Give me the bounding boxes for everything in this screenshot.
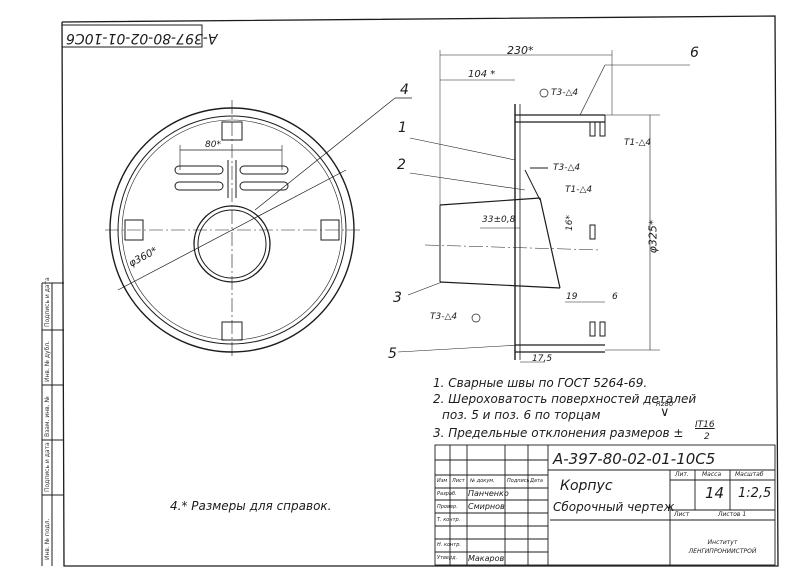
organization: Институт ЛЕНГИПРОНИИСТРОЙ [688, 539, 757, 555]
position-1: 1 [398, 120, 407, 136]
dim-6: 6 [612, 292, 618, 302]
scale-header: Масштаб [735, 471, 764, 478]
tolerance-den: 2 [704, 432, 710, 442]
part-name: Корпус [560, 478, 613, 494]
note-4: 4.* Размеры для справок. [170, 499, 332, 513]
stamp-col-date: Дата [530, 478, 543, 484]
dim-17-5: 17,5 [532, 354, 553, 364]
stamp-col-izm: Изм [437, 478, 448, 484]
dim-104: 104 * [468, 69, 496, 80]
position-2: 2 [397, 157, 406, 173]
dim-230: 230* [507, 44, 534, 57]
scale-value: 1:2,5 [738, 486, 772, 501]
stamp-col-sign: Подпись [507, 478, 530, 484]
position-6: 6 [690, 45, 699, 61]
stamp-name-utverd: Макаров [468, 554, 505, 563]
dim-19: 19 [566, 292, 578, 302]
side-label-podp1: Подпись и дата [44, 442, 51, 492]
doc-type: Сборочный чертеж [553, 500, 675, 514]
sheet-label: Лист [674, 511, 690, 518]
mass-header: Масса [702, 471, 722, 478]
stamp-role-utverd: Утверд. [437, 555, 458, 561]
stamp-col-doc: № докум. [470, 478, 495, 484]
note-2-cont: поз. 5 и поз. 6 по торцам [442, 408, 601, 422]
position-5: 5 [388, 346, 397, 362]
weld-t1-mid: Т1-△4 [565, 185, 593, 195]
tolerance: IT16 [695, 420, 715, 430]
weld-t3-top: Т3-△4 [551, 88, 579, 98]
section-view [397, 50, 690, 363]
stamp-role-razrab: Разраб. [437, 491, 457, 497]
mass-value: 14 [705, 484, 725, 502]
sheets-label: Листов 1 [718, 511, 747, 518]
position-4: 4 [400, 82, 409, 98]
note-1: 1. Сварные швы по ГОСТ 5264-69. [433, 376, 648, 390]
note-3: 3. Предельные отклонения размеров ± [433, 426, 684, 440]
dim-80: 80* [205, 140, 221, 150]
dim-33: 33±0,8 [482, 215, 516, 225]
stamp-role-nkontr: Н. контр. [437, 542, 461, 548]
weld-t3-mid: Т3-△4 [553, 163, 581, 173]
roughness-symbol: ∨ [660, 405, 670, 420]
plan-view [105, 97, 412, 358]
note-2: 2. Шероховатость поверхностей деталей [433, 392, 697, 406]
weld-t3-bottom: Т3-△4 [430, 312, 458, 322]
stamp-name-razrab: Панченко [468, 489, 509, 498]
side-label-dubl: Инв. № дубл. [44, 340, 51, 382]
title-block [434, 444, 776, 566]
sheet-frame [41, 15, 779, 567]
stamp-name-prover: Смирнов [468, 502, 505, 511]
stamp-role-prover: Провер. [437, 504, 458, 510]
stamp-role-tkontr: Т. контр. [437, 517, 461, 523]
side-label-vzam: Взам. инв. № [44, 396, 51, 437]
position-3: 3 [393, 290, 402, 306]
side-label-inv-podl: Инв. № подл. [44, 518, 51, 560]
lit-header: Лит. [675, 471, 689, 478]
stamp-col-list: Лист [452, 478, 465, 484]
drawing-code: А-397-80-02-01-10С5 [553, 450, 716, 468]
weld-t1-top: Т1-△4 [624, 138, 652, 148]
roughness: Rz80 [656, 400, 674, 408]
inverted-code-box [61, 24, 203, 48]
dim-16: 16* [564, 215, 575, 231]
side-label-podp2: Подпись и дата [44, 277, 51, 327]
dim-d325: φ325* [646, 219, 660, 254]
inverted-code: А-397-80-02-01-10С6 [66, 30, 218, 46]
